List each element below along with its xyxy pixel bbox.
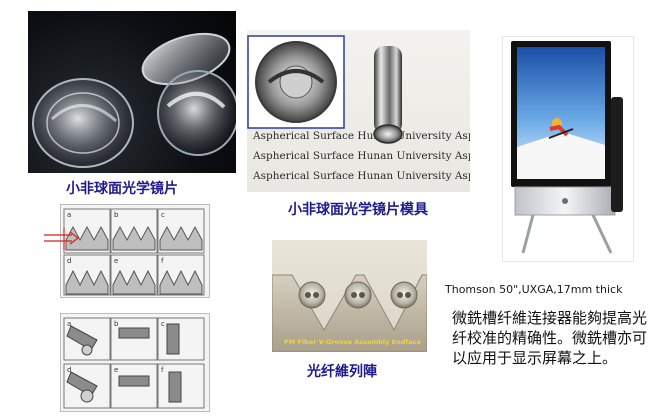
lens-caption: 小非球面光学镜片 xyxy=(66,181,178,197)
diagram-bottom-label-a: a xyxy=(67,320,71,328)
mold-caption: 小非球面光学镜片模具 xyxy=(288,202,428,218)
diagram-top-label-e: e xyxy=(114,257,118,265)
tv-caption: Thomson 50",UXGA,17mm thick xyxy=(445,283,623,296)
red-pointer-icon xyxy=(44,228,79,250)
mold-image-text-2: Aspherical Surface Hunan University Aspl xyxy=(253,150,470,162)
micro-groove-description: 微銑槽纤維连接器能夠提高光纤校准的精确性。微銑槽亦可以应用于显示屏幕之上。 xyxy=(452,309,648,367)
projection-tv-photo xyxy=(502,36,634,262)
lens-mold-photo: Aspherical Surface Hunan University Asph… xyxy=(247,30,470,192)
diagram-top-label-d: d xyxy=(67,257,71,265)
micro-groove-process-diagram-top: a b c d e f xyxy=(60,204,210,298)
micro-groove-process-diagram-bottom: a b c d e f xyxy=(60,313,210,412)
diagram-bottom-label-f: f xyxy=(161,366,164,374)
diagram-bottom-label-d: d xyxy=(67,366,71,374)
mold-illustration xyxy=(247,35,403,144)
fiber-array-caption: 光纤維列陣 xyxy=(307,364,377,380)
diagram-bottom-label-b: b xyxy=(114,320,119,328)
lens-illustration xyxy=(32,32,236,168)
diagram-bottom-illustration: a b c d e f xyxy=(63,317,205,409)
diagram-bottom-label-e: e xyxy=(114,366,118,374)
mold-image-text-3: Aspherical Surface Hunan University Aspl xyxy=(253,170,470,182)
tv-illustration xyxy=(511,41,623,254)
diagram-top-label-c: c xyxy=(161,211,165,219)
v-groove-label: PM Fiber V-Groove Assembly Endface xyxy=(284,338,421,346)
diagram-top-label-f: f xyxy=(161,257,164,265)
mold-image-text-1: Aspherical Surface Hunan University Asph… xyxy=(253,130,470,142)
diagram-top-label-b: b xyxy=(114,211,119,219)
diagram-top-illustration: a b c d e f xyxy=(63,208,205,296)
v-groove-illustration: PM Fiber V-Groove Assembly Endface xyxy=(272,274,427,352)
diagram-bottom-label-c: c xyxy=(161,320,165,328)
aspheric-lens-photo xyxy=(28,11,236,173)
v-groove-photo: PM Fiber V-Groove Assembly Endface xyxy=(272,240,427,352)
diagram-top-label-a: a xyxy=(67,211,71,219)
